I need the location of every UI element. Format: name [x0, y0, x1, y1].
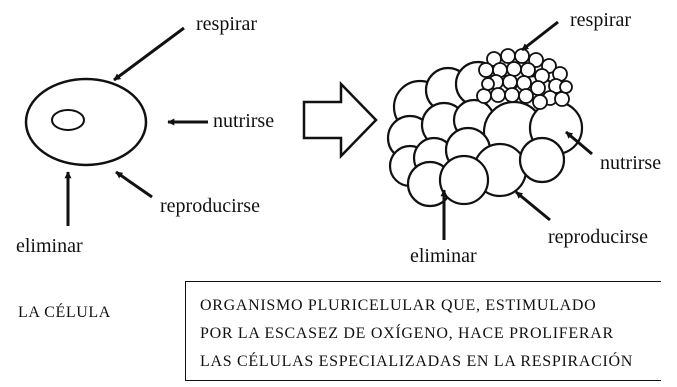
transform-arrow-icon [302, 80, 378, 160]
caption-la-celula: LA CÉLULA [18, 304, 111, 321]
single-cell [24, 77, 148, 167]
right-arrow-respirar [521, 20, 559, 52]
right-label-reproducirse: reproducirse [548, 226, 648, 248]
cell-nucleus [51, 109, 85, 131]
caption-line: LAS CÉLULAS ESPECIALIZADAS EN LA RESPIRA… [200, 353, 634, 370]
left-arrow-respirar [113, 26, 185, 82]
left-label-respirar: respirar [196, 13, 258, 35]
left-label-eliminar: eliminar [16, 235, 83, 257]
multicellular-organism [386, 60, 584, 208]
respiratory-cells-cluster [476, 48, 573, 110]
cell-membrane [24, 77, 148, 167]
left-label-reproducirse: reproducirse [160, 195, 260, 217]
caption-line: POR LA ESCASEZ DE OXÍGENO, HACE PROLIFER… [200, 325, 614, 342]
right-arrow-reproducirse [515, 190, 551, 222]
left-arrow-reproducirse [115, 170, 153, 199]
caption-organismo-box: ORGANISMO PLURICELULAR QUE, ESTIMULADO P… [185, 281, 661, 381]
right-label-eliminar: eliminar [410, 245, 477, 267]
right-label-respirar: respirar [570, 9, 632, 31]
caption-line: ORGANISMO PLURICELULAR QUE, ESTIMULADO [200, 297, 597, 314]
right-label-nutrirse: nutrirse [600, 152, 662, 174]
right-arrow-nutrirse [565, 130, 593, 156]
left-label-nutrirse: nutrirse [213, 110, 275, 132]
